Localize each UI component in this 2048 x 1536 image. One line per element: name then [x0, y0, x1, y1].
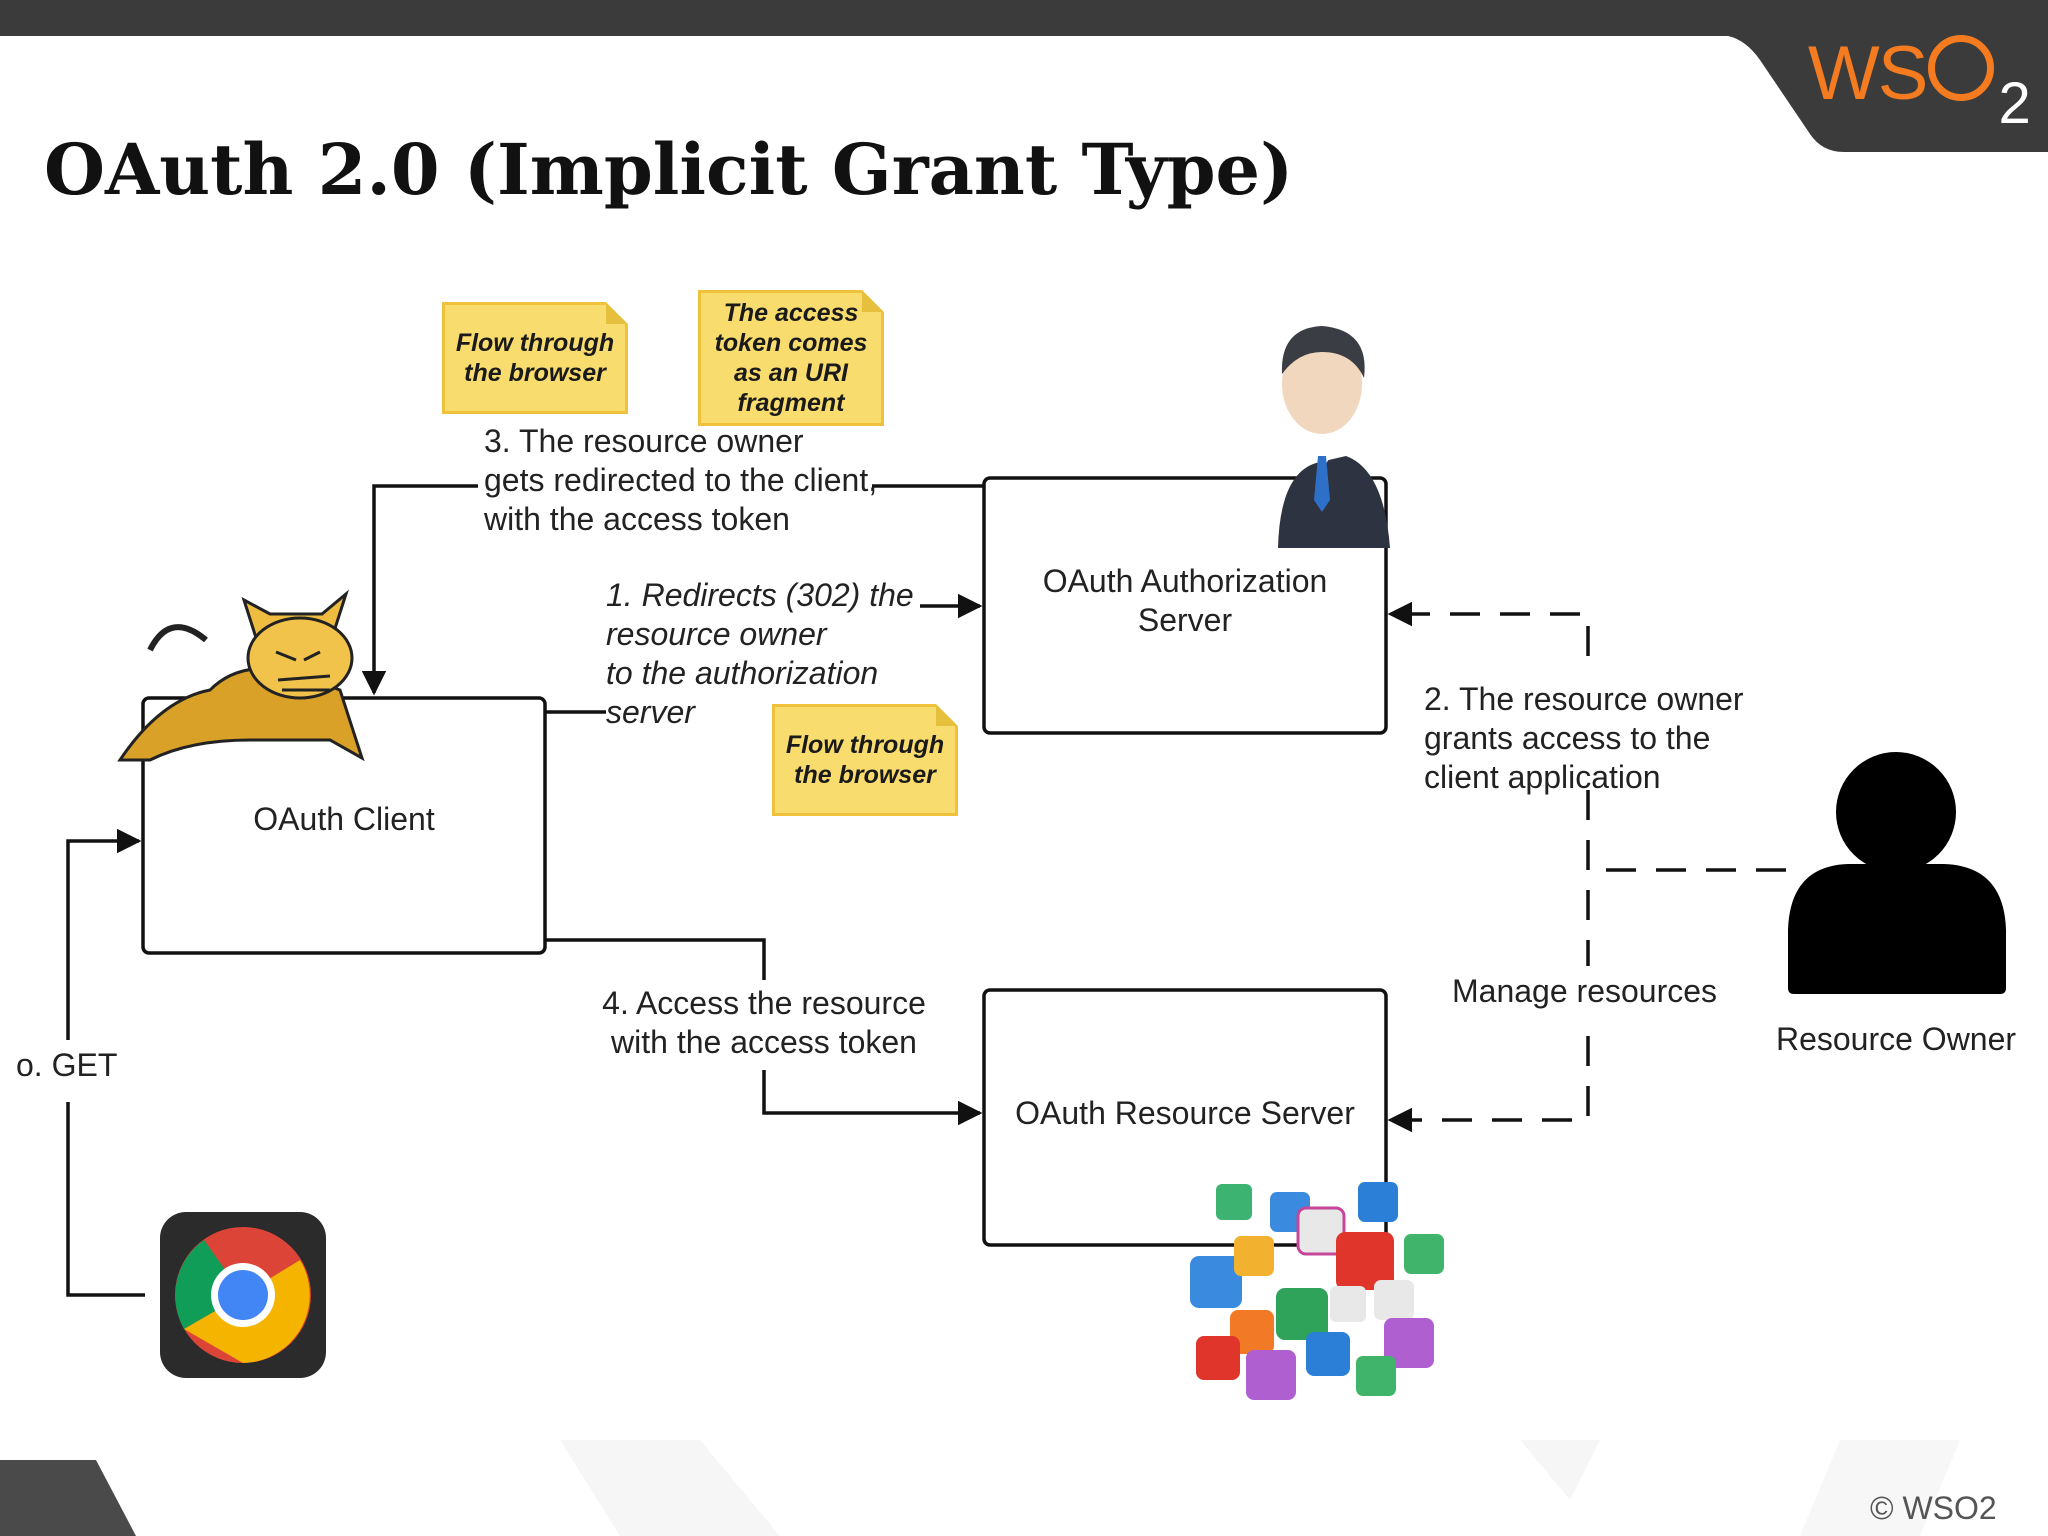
logo-subscript: 2 [1998, 71, 2030, 136]
wso2-logo: WS 2 [1808, 30, 2031, 137]
logo-text: WS [1808, 31, 1928, 116]
note-access-token-fragment: The access token comes as an URI fragmen… [698, 290, 884, 426]
manage-resources-label: Manage resources [1452, 973, 1718, 1009]
dashed-line-resource [1387, 1036, 1590, 1133]
note-flow-browser-top: Flow through the browser [442, 302, 628, 414]
step4-label: 4. Access the resource with the access t… [602, 985, 926, 1060]
businessman-icon [1278, 326, 1390, 548]
step3-label: 3. The resource owner gets redirected to… [484, 423, 878, 537]
app-icons-cluster [1190, 1182, 1444, 1400]
auth-server-label: OAuth Authorization Server [1042, 563, 1328, 638]
dashed-line-auth [1387, 601, 1590, 656]
arrow-step3 [374, 484, 984, 693]
note-flow-browser-middle: Flow through the browser [772, 704, 958, 816]
chrome-browser-icon [160, 1212, 326, 1378]
oauth-client-label: OAuth Client [253, 801, 435, 837]
resource-owner-icon [1788, 752, 2006, 994]
arrow-step0 [66, 841, 145, 1297]
arrow-step4 [545, 938, 980, 1113]
logo-o-icon [1928, 35, 1995, 101]
step0-label: o. GET [16, 1047, 118, 1083]
resource-owner-label: Resource Owner [1775, 1021, 2017, 1057]
step2-label: 2. The resource owner grants access to t… [1424, 681, 1744, 795]
step1-label: 1. Redirects (302) the resource owner to… [606, 577, 914, 730]
copyright: © WSO2 [1870, 1490, 1997, 1526]
page-title: OAuth 2.0 (Implicit Grant Type) [44, 128, 1294, 211]
tomcat-icon [117, 589, 365, 762]
resource-server-label: OAuth Resource Server [1015, 1095, 1355, 1131]
arrow-step1 [545, 606, 980, 714]
